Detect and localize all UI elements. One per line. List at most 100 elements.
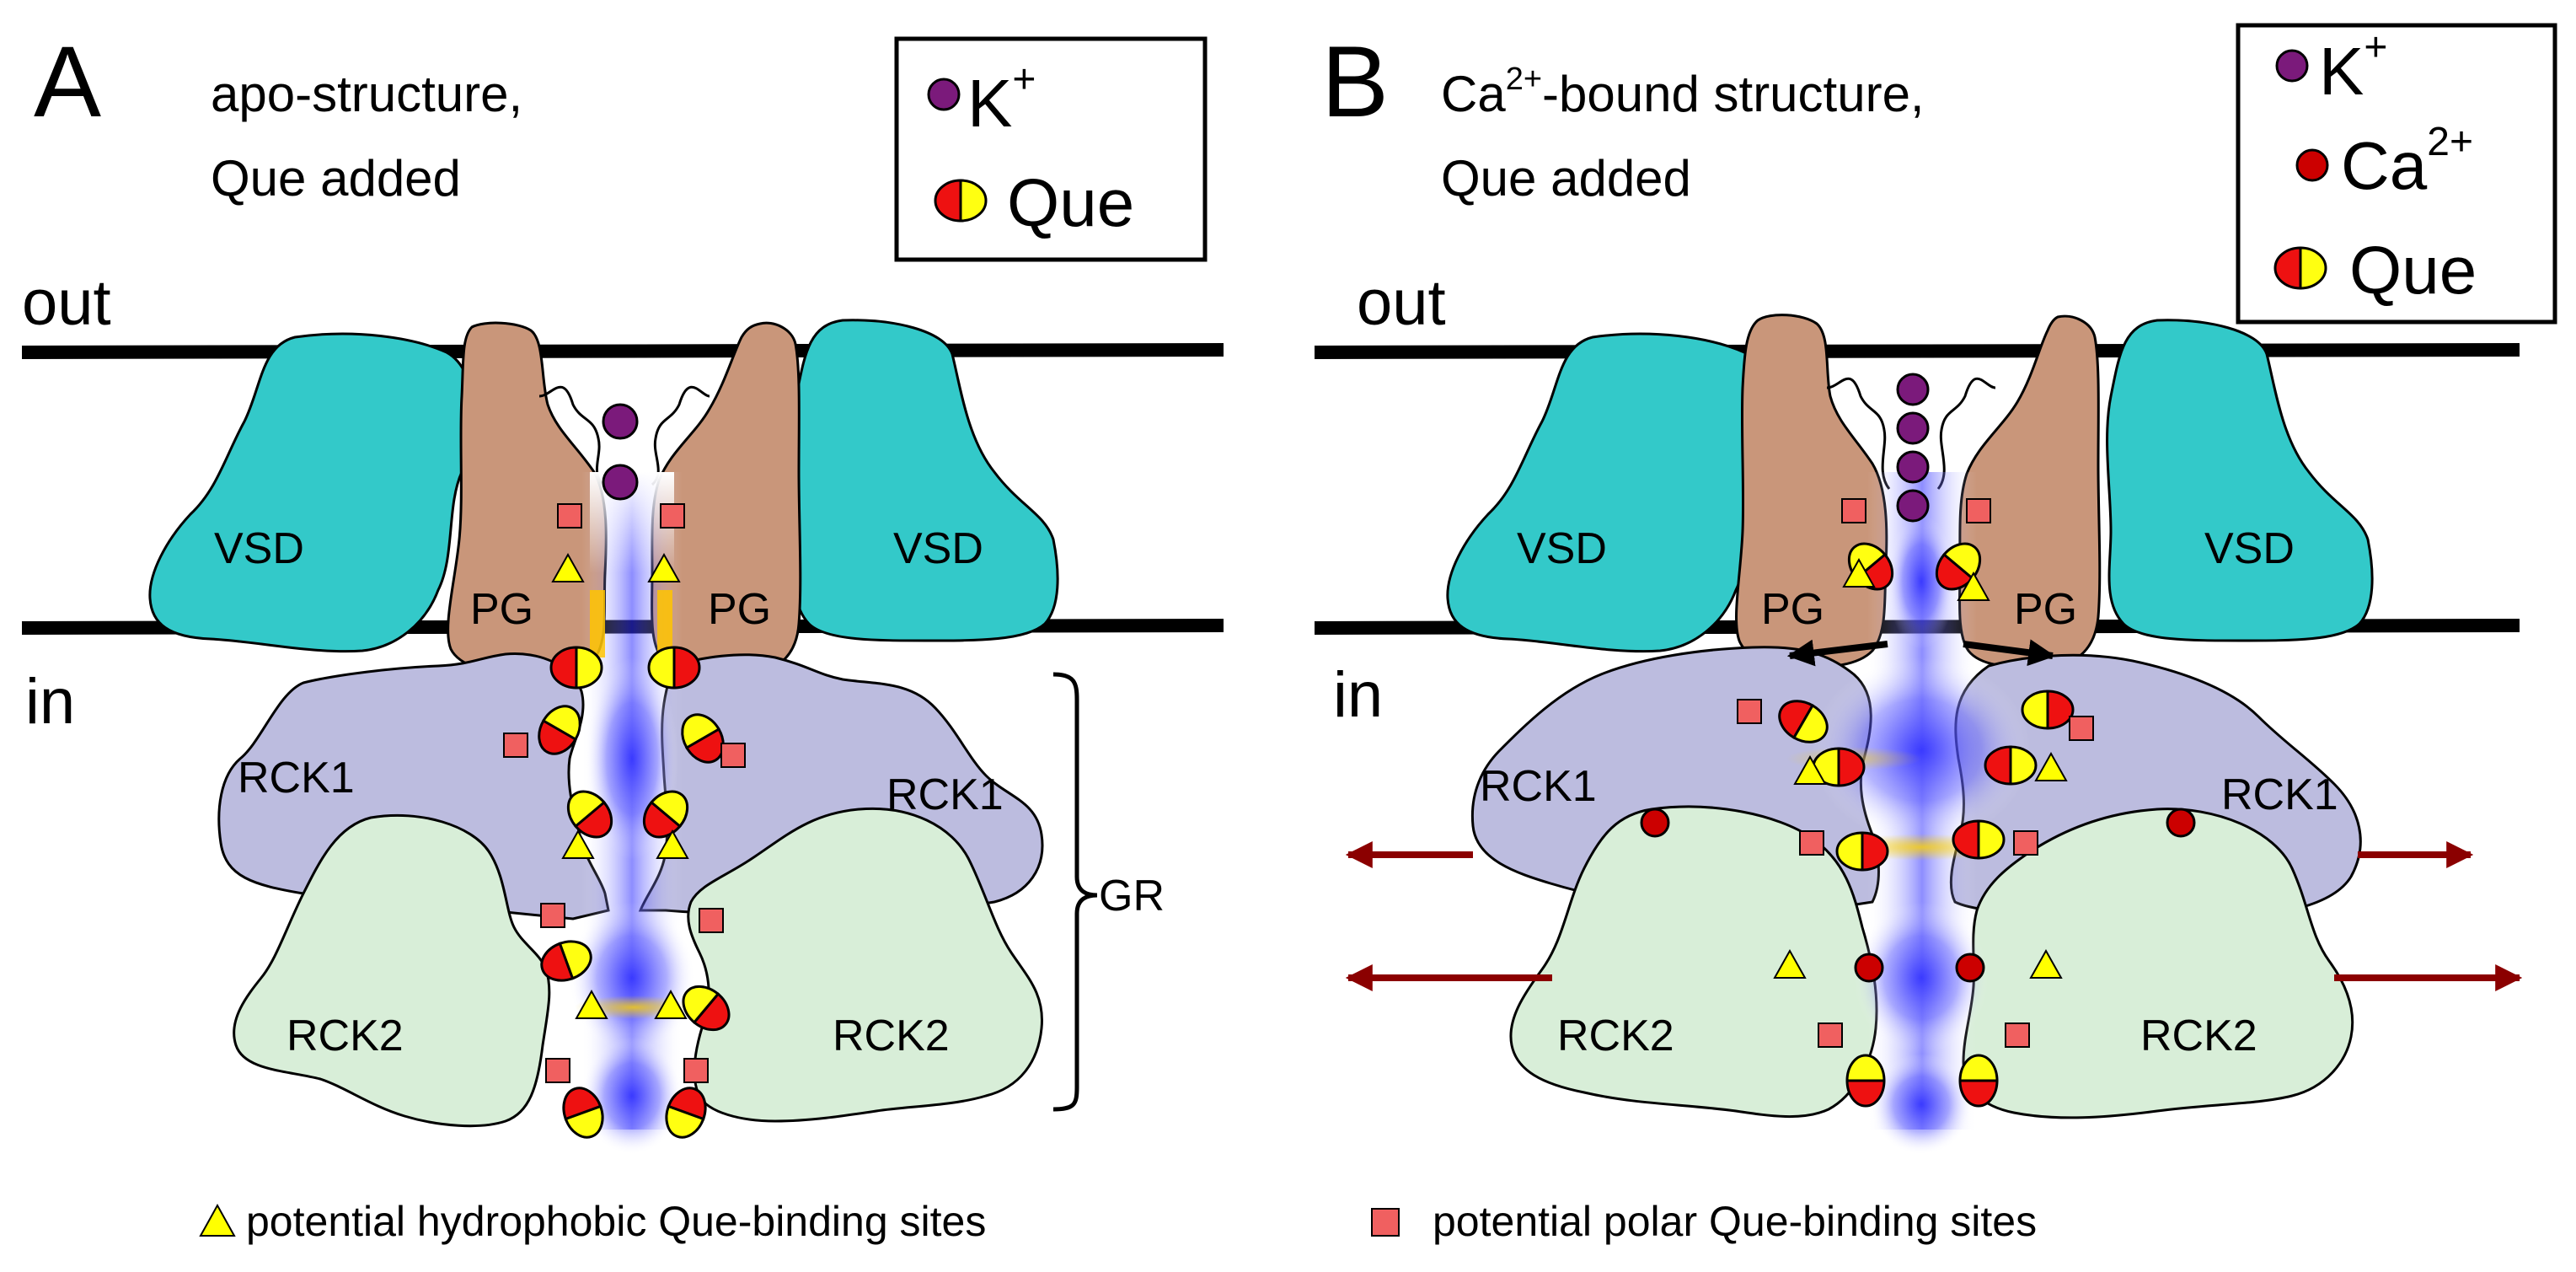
legend-que-icon — [934, 179, 988, 223]
polar-site-icon — [1841, 498, 1866, 523]
legend-b-que-label: Que — [2349, 233, 2477, 308]
pore-glow-b-3 — [1854, 902, 1989, 1054]
vsd-right-label-a: VSD — [893, 524, 983, 573]
panel-b-title-rest: -bound structure, — [1542, 66, 1925, 122]
pore-glow-b-2 — [1812, 657, 2031, 843]
que-molecule-icon — [1958, 1054, 1999, 1108]
ca-ion-icon — [2166, 808, 2196, 838]
que-molecule-icon — [665, 1087, 707, 1139]
pg-expansion-arrow-left — [1786, 639, 1888, 667]
membrane-outer-line-b — [1314, 343, 2520, 359]
que-molecule-icon — [540, 940, 592, 982]
legend-b: K+ Ca2+ Que — [2236, 23, 2557, 325]
panel-a-title-line1: apo-structure, — [211, 66, 522, 122]
legend-k-ion-icon — [927, 78, 961, 111]
k-ion-icon — [1896, 411, 1930, 445]
hydrophobic-site-icon — [2034, 751, 2068, 781]
que-molecule-icon — [562, 1087, 604, 1139]
rck1-right-label-a: RCK1 — [886, 770, 1004, 819]
panel-b: B Ca2+-bound structure, Que added K+ Ca2… — [1314, 23, 2557, 1155]
legend-b-ca-sup: 2+ — [2427, 120, 2473, 164]
hydrophobic-site-icon — [654, 989, 688, 1019]
polar-site-icon — [720, 743, 746, 768]
pg-expansion-arrow-right — [1963, 639, 2056, 667]
vsd-right-b — [2106, 319, 2374, 642]
legend-b-ca-label: Ca — [2341, 128, 2428, 203]
panel-b-title-sup: 2+ — [1506, 62, 1542, 97]
legend-ca-ion-icon — [2295, 148, 2329, 182]
polar-site-icon — [2069, 716, 2094, 741]
gr-bracket — [1052, 672, 1098, 1112]
polar-site-icon — [503, 733, 528, 758]
legend-k-ion-icon — [2275, 49, 2309, 83]
ca-ion-icon — [1955, 953, 1985, 983]
hydrophobic-site-icon — [656, 829, 689, 859]
pore-glow-a-3 — [581, 1037, 683, 1155]
panel-a-title-line2: Que added — [211, 150, 461, 207]
polar-legend-label: potential polar Que-binding sites — [1433, 1198, 2037, 1245]
pg-right-label-b: PG — [2014, 585, 2077, 634]
que-molecule-icon — [1952, 819, 2006, 860]
k-ion-icon — [602, 403, 639, 440]
svg-text:K+: K+ — [967, 57, 1036, 141]
pg-left-label-a: PG — [470, 585, 533, 634]
hydrophobic-site-icon — [647, 552, 681, 582]
legend-a-k-label: K — [967, 66, 1012, 141]
que-molecule-icon — [1835, 831, 1889, 872]
panel-b-in-label: in — [1333, 659, 1383, 731]
panel-a-out-label: out — [22, 267, 111, 339]
rck2-right-label-a: RCK2 — [833, 1012, 950, 1060]
rck2-left-b — [1509, 805, 1878, 1119]
hydrophobic-glow-right-a — [657, 590, 672, 657]
rck1-left-label-a: RCK1 — [238, 754, 355, 802]
que-molecule-icon — [549, 646, 603, 690]
polar-site-icon — [557, 503, 582, 529]
que-molecule-icon — [2021, 690, 2075, 730]
legend-a-que-label: Que — [1007, 165, 1134, 240]
selectivity-filter-right-b — [1936, 377, 1996, 490]
que-molecule-icon — [1778, 700, 1829, 743]
legend-b-k-sup: + — [2364, 25, 2387, 70]
que-molecule-icon — [1984, 745, 2038, 786]
pore-glow-a-2 — [569, 902, 695, 1054]
polar-site-icon — [545, 1058, 570, 1083]
k-ion-icon — [1896, 489, 1930, 523]
polar-site-icon — [1818, 1022, 1843, 1048]
vsd-left-label-a: VSD — [214, 524, 304, 573]
rck2-right-a — [687, 807, 1044, 1123]
rck2-left-label-a: RCK2 — [287, 1012, 404, 1060]
polar-site-icon — [699, 908, 724, 933]
selectivity-filter-right-a — [651, 385, 710, 486]
pore-glow-b-1 — [1888, 514, 1955, 649]
polar-site-icon — [683, 1058, 709, 1083]
pg-left-label-b: PG — [1761, 585, 1824, 634]
que-molecule-icon — [681, 713, 725, 764]
hydrophobic-site-icon — [575, 989, 608, 1019]
legend-b-k-label: K — [2319, 34, 2364, 109]
k-ion-icon — [602, 464, 639, 501]
polar-site-icon — [540, 903, 565, 928]
hydrophobic-site-icon — [561, 829, 595, 859]
polar-site-icon — [2013, 830, 2038, 856]
hydrophobic-legend-label: potential hydrophobic Que-binding sites — [246, 1198, 986, 1245]
pg-right-label-a: PG — [708, 585, 771, 634]
legend-a-box — [894, 36, 1208, 262]
selectivity-filter-left-a — [538, 385, 605, 486]
que-molecule-icon — [538, 705, 581, 755]
vsd-right-a — [791, 319, 1059, 642]
panel-a-in-label: in — [25, 666, 75, 738]
gr-label: GR — [1099, 872, 1165, 920]
polar-site-icon — [1737, 699, 1762, 724]
hydrophobic-site-icon — [1842, 557, 1876, 588]
polar-site-icon — [1799, 830, 1824, 856]
hydrophobic-site-icon — [1773, 948, 1807, 979]
rck1-left-label-b: RCK1 — [1480, 762, 1597, 811]
que-molecule-icon — [682, 985, 731, 1032]
legend-que-icon — [2273, 246, 2327, 290]
pore-glow-b-4 — [1871, 1054, 1972, 1155]
que-molecule-icon — [647, 646, 701, 690]
hydrophobic-glow-left-a — [590, 590, 605, 657]
vsd-left-a — [148, 332, 476, 653]
polar-site-icon — [660, 503, 685, 529]
ca-ion-icon — [1854, 953, 1884, 983]
